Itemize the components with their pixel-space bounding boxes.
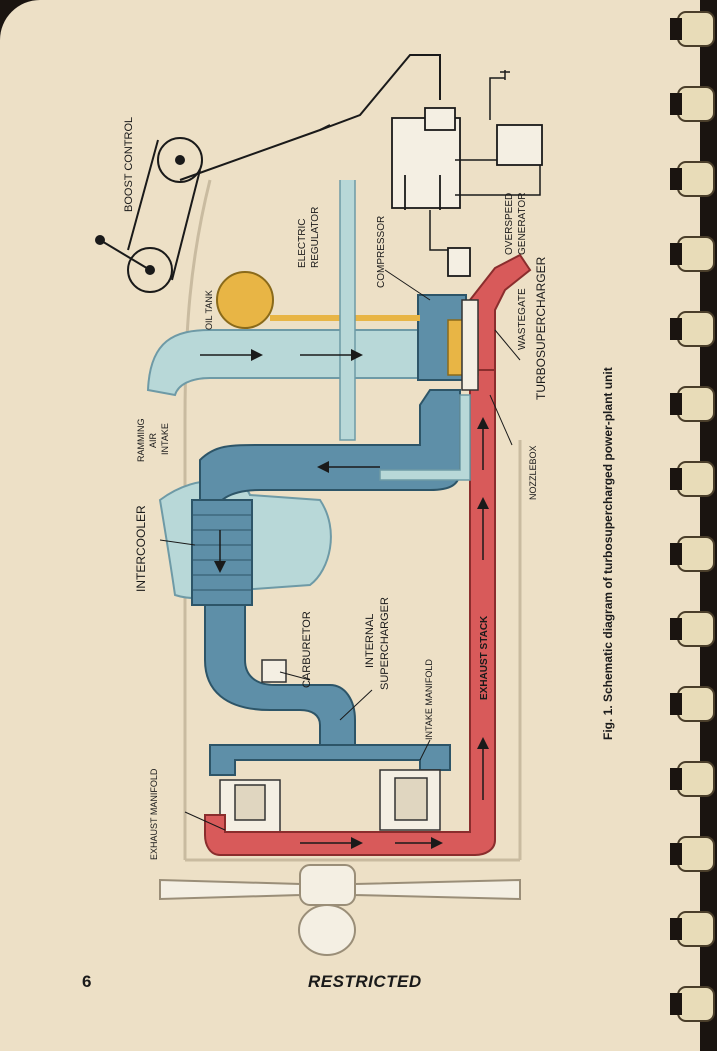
turbo-wheel [461,299,479,391]
label-carburetor: CARBURETOR [301,611,313,688]
ramming-air-duct [146,329,441,397]
label-supercharger: SUPERCHARGER [379,597,391,690]
binding-hole [670,693,682,715]
flow-arrows [200,349,489,849]
binding-hole [670,318,682,340]
label-intake: INTAKE [160,423,170,455]
binding-hole [670,543,682,565]
intercooler-fins [192,514,252,591]
page-number: 6 [82,972,92,991]
carburetor [261,659,287,683]
label-generator: GENERATOR [517,193,528,255]
binding-hole [670,918,682,940]
label-regulator: REGULATOR [310,207,321,268]
binding-hole [670,168,682,190]
binding-hole [670,768,682,790]
overspeed-generator [447,247,471,277]
ground-symbol [500,70,510,80]
label-intercooler: INTERCOOLER [134,505,148,592]
label-air: AIR [148,432,158,448]
label-nozzlebox: NOZZLEBOX [528,445,538,500]
boost-control-mechanism [95,54,441,293]
label-internal: INTERNAL [364,614,376,668]
regulator-air-line [339,180,356,441]
label-intake-manifold: INTAKE MANIFOLD [424,659,434,740]
spiral-binding [670,11,715,1022]
schematic-diagram: BOOST CONTROL ELECTRIC REGULATOR COMPRES… [95,54,615,956]
label-electric: ELECTRIC [297,219,308,268]
label-overspeed: OVERSPEED [504,193,515,255]
security-marking: RESTRICTED [308,972,422,991]
binding-hole [670,243,682,265]
callout-lines [159,269,521,831]
binding-hole [670,843,682,865]
label-ramming: RAMMING [136,419,146,463]
figure-caption: Fig. 1. Schematic diagram of turbosuperc… [601,367,615,740]
propeller [159,864,521,956]
label-boost-control: BOOST CONTROL [123,117,135,212]
binding-hole [670,18,682,40]
battery [496,124,543,166]
bypass-air-line [379,394,471,481]
electric-regulator [391,107,461,210]
exhaust-stack [204,369,496,856]
engine-cylinders [219,769,441,836]
label-compressor: COMPRESSOR [376,216,387,288]
binding-hole [670,993,682,1015]
label-exhaust-stack: EXHAUST STACK [479,615,490,700]
binding-hole [670,618,682,640]
airframe-outline [183,179,522,862]
oil-tank [216,271,274,329]
binding-hole [670,468,682,490]
intercooler-core [191,499,253,606]
label-oil-tank: OIL TANK [204,290,214,330]
binding-hole [670,393,682,415]
label-exhaust-manifold: EXHAUST MANIFOLD [149,768,159,860]
carburetor-duct [204,604,356,746]
label-wastegate: WASTEGATE [517,288,528,350]
binding-hole [670,93,682,115]
label-turbosupercharger: TURBOSUPERCHARGER [534,256,548,400]
